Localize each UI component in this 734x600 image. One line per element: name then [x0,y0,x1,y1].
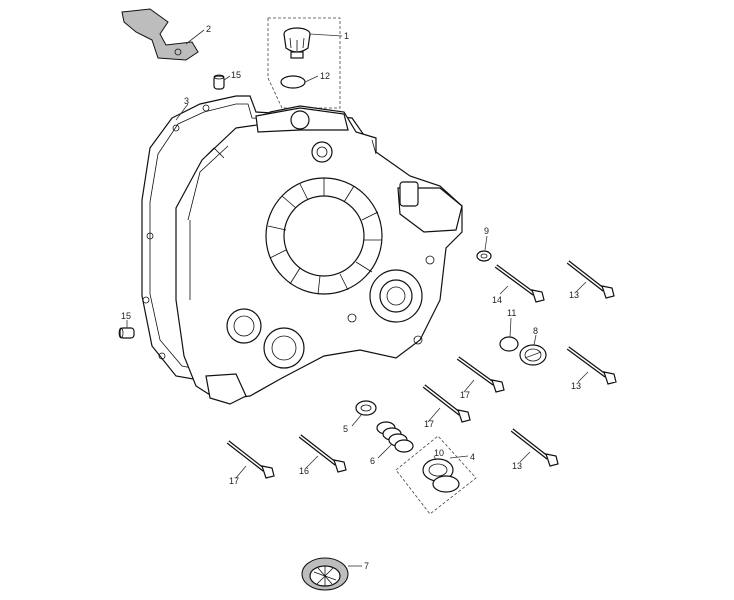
bolt-part-13-bottom [510,428,559,467]
bolt-part-17-a [456,356,505,393]
callout-4: 4 [470,452,475,462]
bearing-part-7 [301,557,349,591]
callout-15-top: 15 [231,70,241,80]
filter-part-10 [422,458,460,493]
filler-cap-part-1 [283,27,311,59]
crankcase-cover [175,105,463,405]
plug-part-8 [519,344,547,366]
callout-labels: 1 2 12 15 3 15 9 14 13 11 8 13 17 17 5 6… [121,24,581,571]
callout-17-b: 17 [424,419,434,429]
bolt-part-13-top [566,260,615,299]
callout-17-a: 17 [460,390,470,400]
callout-14: 14 [492,295,502,305]
callout-9: 9 [484,226,489,236]
callout-16: 16 [299,466,309,476]
bracket-part-2 [121,8,199,61]
callout-13-mid: 13 [571,381,581,391]
bolt-part-17-c [226,440,275,479]
bolt-part-14 [494,264,545,303]
callout-2: 2 [206,24,211,34]
callout-10: 10 [434,448,444,458]
bolt-part-16 [298,434,347,473]
bolt-part-17-b [422,384,471,423]
callout-3: 3 [184,96,189,106]
callout-7: 7 [364,561,369,571]
callout-12: 12 [320,71,330,81]
callout-5: 5 [343,424,348,434]
leader-lines [126,29,589,567]
dowel-pin-part-15-left [118,327,135,339]
gasket-bolt-holes [142,104,210,360]
callout-13-top: 13 [569,290,579,300]
o-ring-part-12 [280,75,306,89]
callout-15-left: 15 [121,311,131,321]
spring-part-6 [376,421,414,453]
callout-13-bottom: 13 [512,461,522,471]
callout-17-c: 17 [229,476,239,486]
callout-1: 1 [344,31,349,41]
o-ring-part-11 [499,336,519,352]
dowel-pin-part-15-top [213,74,225,90]
callout-6: 6 [370,456,375,466]
seal-part-5 [355,400,377,416]
filler-cap-group [267,17,341,109]
filter-group [395,435,477,515]
callout-8: 8 [533,326,538,336]
callout-11: 11 [507,308,516,318]
bell-ribs [267,178,382,295]
washer-part-9 [476,250,492,262]
bolt-part-13-mid [566,346,617,385]
